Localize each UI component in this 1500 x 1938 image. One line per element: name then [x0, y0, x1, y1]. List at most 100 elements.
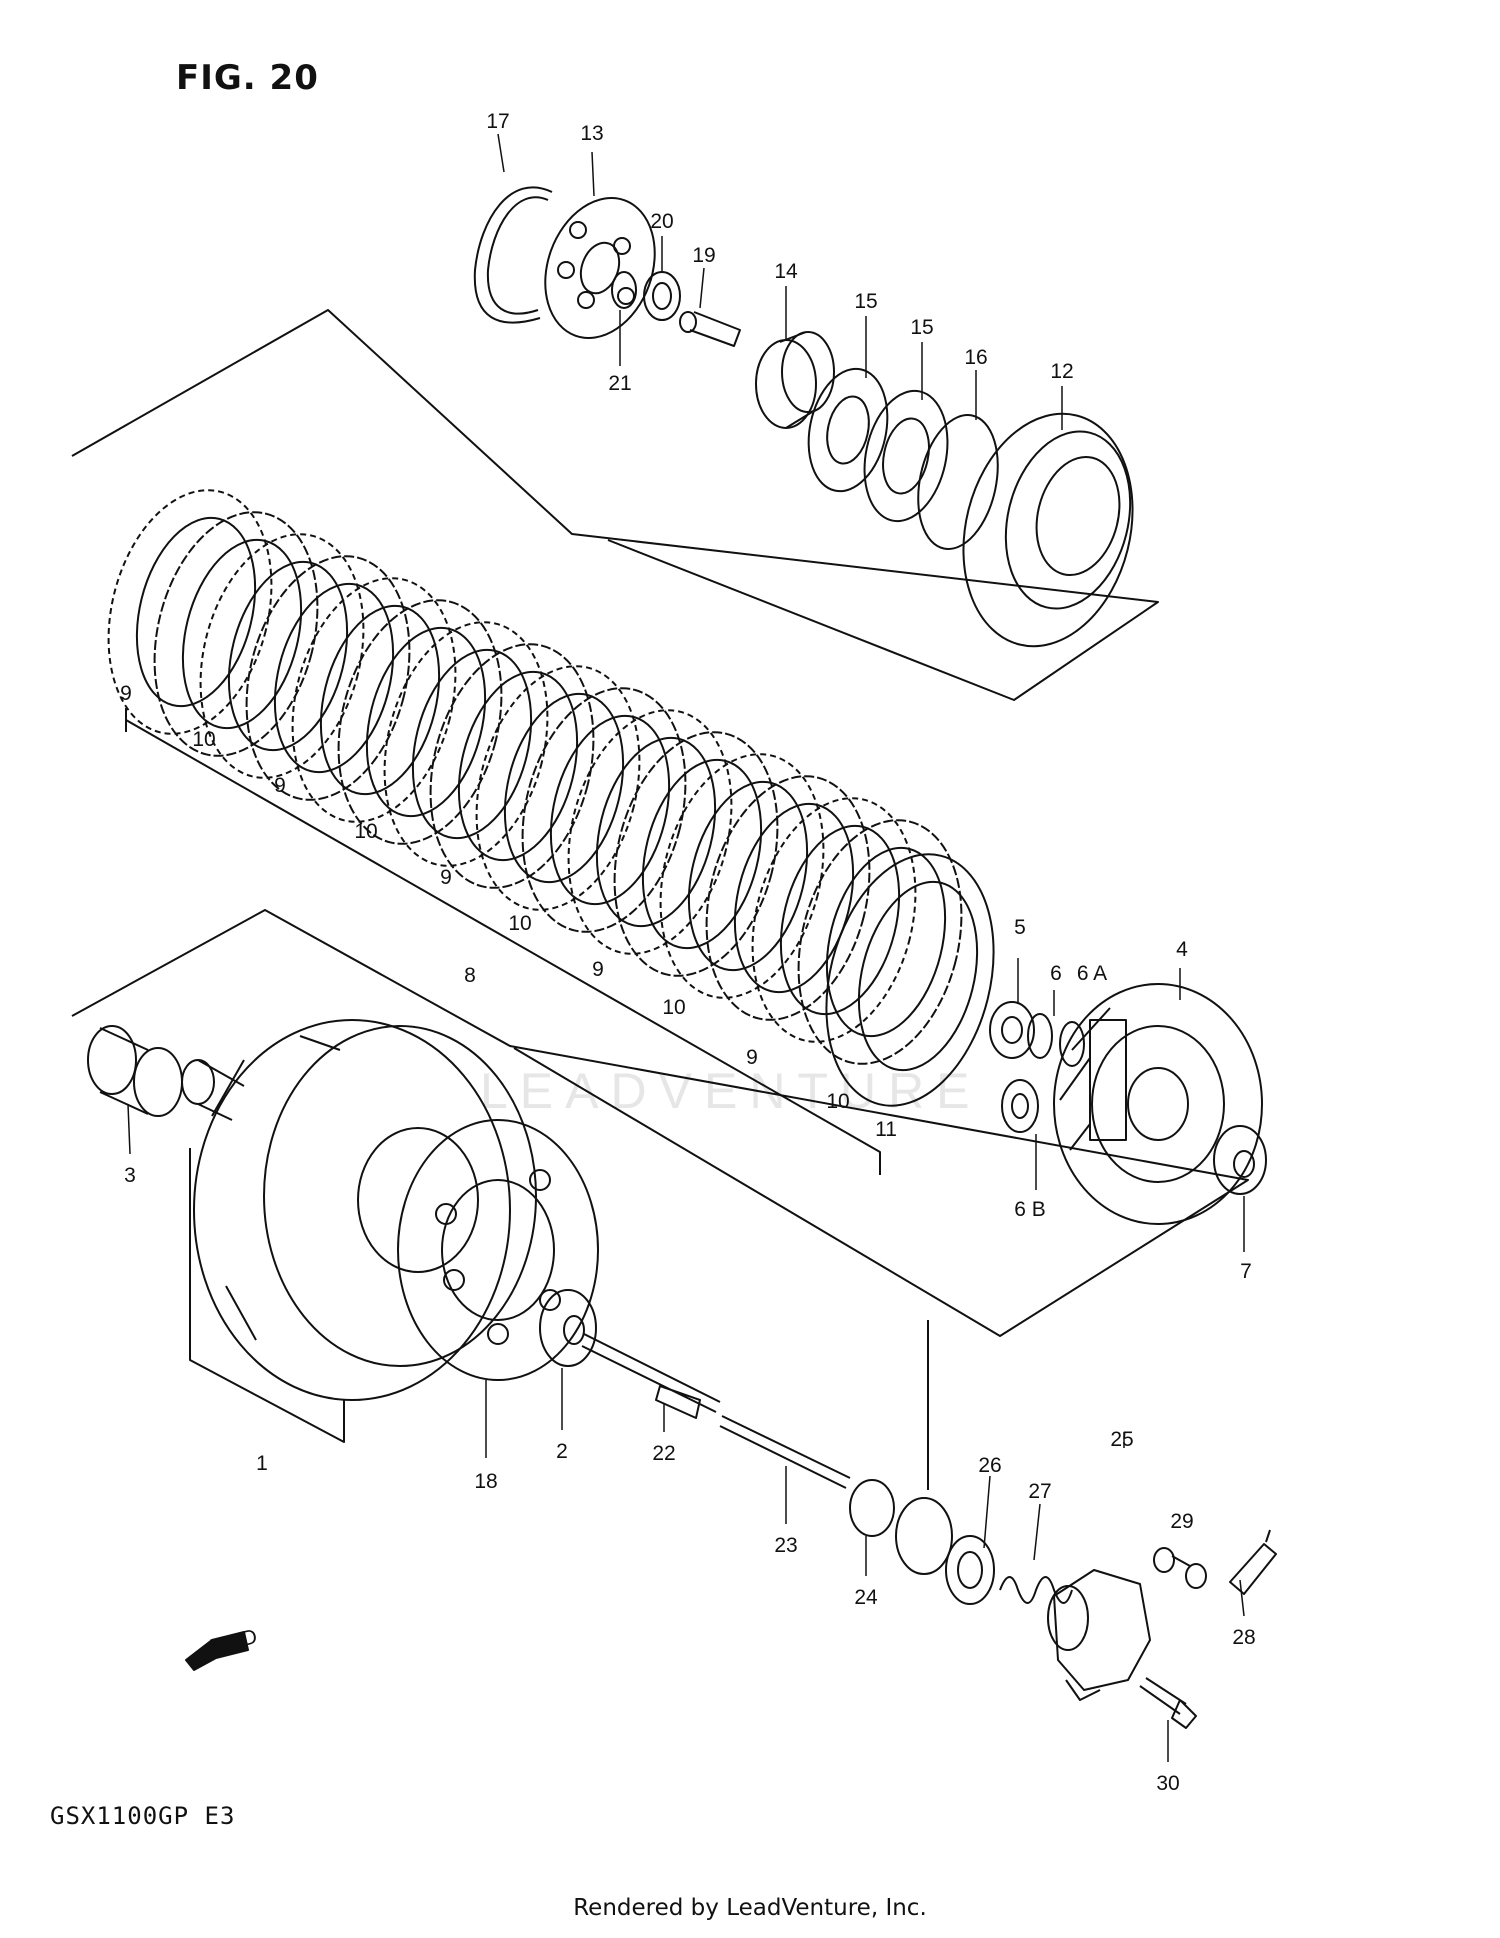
part-15-washer-a [807, 367, 889, 493]
part-17-circlip [473, 186, 553, 324]
callout-c4: 4 [1176, 938, 1188, 961]
callout-c16: 16 [964, 346, 987, 369]
plate-inner-edge [825, 846, 947, 1038]
callout-c9d: 9 [592, 958, 604, 981]
callout-c26: 26 [978, 1454, 1001, 1477]
part-16-ring [917, 414, 999, 550]
callout-c10e: 10 [826, 1090, 849, 1113]
part-14-spring-seat [755, 331, 835, 429]
callout-c15b: 15 [910, 316, 933, 339]
plate-inner-edge [733, 802, 855, 994]
part-21-washer [611, 271, 637, 309]
plate-inner-edge [319, 604, 441, 796]
callout-c11: 11 [875, 1118, 897, 1141]
driven-plate [521, 687, 687, 933]
callout-c28: 28 [1232, 1626, 1255, 1649]
plate-inner-edge [503, 692, 625, 884]
callout-c25: 25 [1110, 1428, 1133, 1451]
driven-plate [245, 555, 411, 801]
callout-c8: 8 [464, 964, 476, 987]
callout-layer: 1713201921141515161291091091091091081156… [120, 110, 1256, 1795]
fwd-arrow [185, 1631, 249, 1671]
plate-inner-edge [135, 516, 257, 708]
callout-c9b: 9 [274, 774, 286, 797]
part-22-push-rod [581, 1333, 721, 1419]
callout-c15a: 15 [854, 290, 877, 313]
part-15-washer-b [863, 389, 949, 523]
drive-plate [107, 489, 273, 735]
callout-c5: 5 [1014, 916, 1026, 939]
plate-inner-edge [549, 714, 671, 906]
part-20-bearing [643, 271, 681, 321]
part-15-washer-a-inner [826, 395, 870, 465]
part-30-bolt [1139, 1677, 1197, 1729]
part-29-washer [1153, 1547, 1207, 1589]
driven-plate [337, 599, 503, 845]
callout-c7: 7 [1240, 1260, 1252, 1283]
plate-inner-edge [411, 648, 533, 840]
clutch-plate-stack [107, 489, 963, 1065]
part-12-pressure-plate [962, 412, 1134, 648]
drive-plate [659, 753, 825, 999]
drive-plate [475, 665, 641, 911]
part-6a-washer [1059, 1021, 1085, 1067]
part-1-primary-driven-gear [193, 1019, 537, 1401]
driven-plate [705, 775, 871, 1021]
callout-c1: 1 [256, 1452, 268, 1475]
callout-c17: 17 [486, 110, 509, 133]
part-6b-lock-washer [1001, 1079, 1039, 1133]
callout-c12: 12 [1050, 360, 1073, 383]
figure-title: FIG. 20 [176, 58, 319, 98]
callout-c24: 24 [854, 1586, 878, 1609]
callout-c9e: 9 [746, 1046, 758, 1069]
part-19-lifter-pin [679, 311, 741, 347]
part-24-piece [849, 1479, 895, 1537]
bracket-part-1 [189, 1148, 345, 1443]
leader-lines [127, 133, 1245, 1762]
footer-credit: Rendered by LeadVenture, Inc. [573, 1895, 927, 1921]
callout-c6b: 6 B [1014, 1198, 1046, 1221]
watermark: LEADVENTURE [480, 1063, 982, 1119]
part-2-thrust-washer [539, 1289, 597, 1367]
part-6-washer [1027, 1013, 1053, 1059]
callout-c29: 29 [1170, 1510, 1193, 1533]
part-11-ring [825, 853, 995, 1107]
callout-c13: 13 [580, 122, 603, 145]
group-bracket-top [71, 309, 1159, 701]
part-28-bleeder [1229, 1529, 1277, 1595]
callout-c22: 22 [652, 1442, 675, 1465]
plate-inner-edge [273, 582, 395, 774]
part-18-starter-gear [397, 1119, 599, 1381]
callout-c6: 6 [1050, 962, 1062, 985]
callout-c19: 19 [692, 244, 715, 267]
drive-plate [751, 797, 917, 1043]
spacer-sleeve [181, 1059, 245, 1121]
callout-c9c: 9 [440, 866, 452, 889]
part-7-washer [1213, 1125, 1267, 1195]
driven-plate [153, 511, 319, 757]
callout-c10d: 10 [662, 996, 685, 1019]
drive-plate [567, 709, 733, 955]
callout-c10a: 10 [192, 728, 215, 751]
plate-inner-edge [365, 626, 487, 818]
group-bracket-plates [125, 719, 881, 1175]
callout-c6a: 6 A [1077, 962, 1107, 985]
driven-plate [613, 731, 779, 977]
model-code: GSX1100GP E3 [50, 1802, 236, 1830]
plate-inner-edge [595, 736, 717, 928]
drive-plate [199, 533, 365, 779]
part-3-needle-bearing [87, 1025, 183, 1117]
part-13-lifter-plate [544, 197, 656, 339]
callout-c3: 3 [124, 1164, 136, 1187]
part-15-washer-b-inner [882, 417, 930, 495]
plate-inner-edge [227, 560, 349, 752]
callout-c27: 27 [1028, 1480, 1051, 1503]
release-cylinder-body [1047, 1569, 1151, 1701]
callout-c9a: 9 [120, 682, 132, 705]
plate-inner-edge [457, 670, 579, 862]
callout-c30: 30 [1156, 1772, 1179, 1795]
drive-plate [383, 621, 549, 867]
callout-c21: 21 [608, 372, 631, 395]
